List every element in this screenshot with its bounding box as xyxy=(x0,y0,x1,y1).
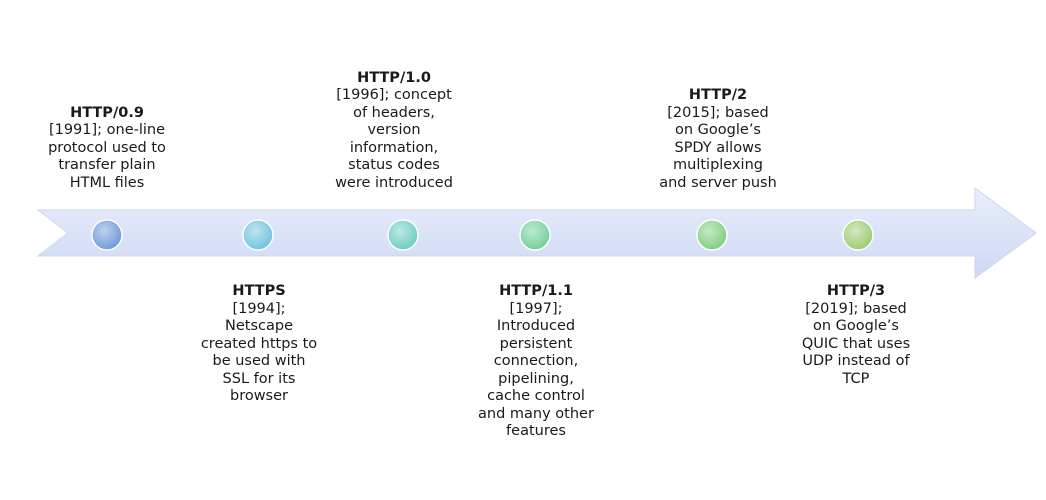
event-title: HTTP/2 xyxy=(688,87,748,103)
event-title: HTTP/3 xyxy=(826,283,886,299)
event-title: HTTP/1.1 xyxy=(499,283,573,299)
event-description: [2019]; based on Google’s QUIC that uses… xyxy=(801,300,911,387)
milestone-dot-highlight xyxy=(521,221,549,249)
event-description: [2015]; based on Google’s SPDY allows mu… xyxy=(659,104,777,191)
event-http-3: HTTP/3 [2019]; based on Google’s QUIC th… xyxy=(797,283,915,388)
event-description: [1996]; concept of headers, version info… xyxy=(335,87,453,191)
milestone-dot-highlight xyxy=(389,221,417,249)
event-title: HTTP/1.0 xyxy=(357,69,431,86)
timeline-dots xyxy=(91,219,874,251)
event-title: HTTP/0.9 xyxy=(70,104,144,121)
event-title: HTTPS xyxy=(232,283,286,299)
event-description: [1991]; one-line protocol used to transf… xyxy=(48,122,166,191)
event-description: [1997]; Introduced persistent connection… xyxy=(478,300,594,440)
event-https: HTTPS [1994]; Netscape created https to … xyxy=(200,283,318,406)
event-http-1-0: HTTP/1.0 [1996]; concept of headers, ver… xyxy=(335,70,453,193)
event-http-1-1: HTTP/1.1 [1997]; Introduced persistent c… xyxy=(477,283,595,441)
milestone-dot-highlight xyxy=(844,221,872,249)
milestone-dot-highlight xyxy=(244,221,272,249)
event-description: [1994]; Netscape created https to be use… xyxy=(200,300,318,405)
event-http-2: HTTP/2 [2015]; based on Google’s SPDY al… xyxy=(659,87,777,192)
milestone-dot-highlight xyxy=(93,221,121,249)
milestone-dot-highlight xyxy=(698,221,726,249)
event-http-0-9: HTTP/0.9 [1991]; one-line protocol used … xyxy=(48,105,166,193)
